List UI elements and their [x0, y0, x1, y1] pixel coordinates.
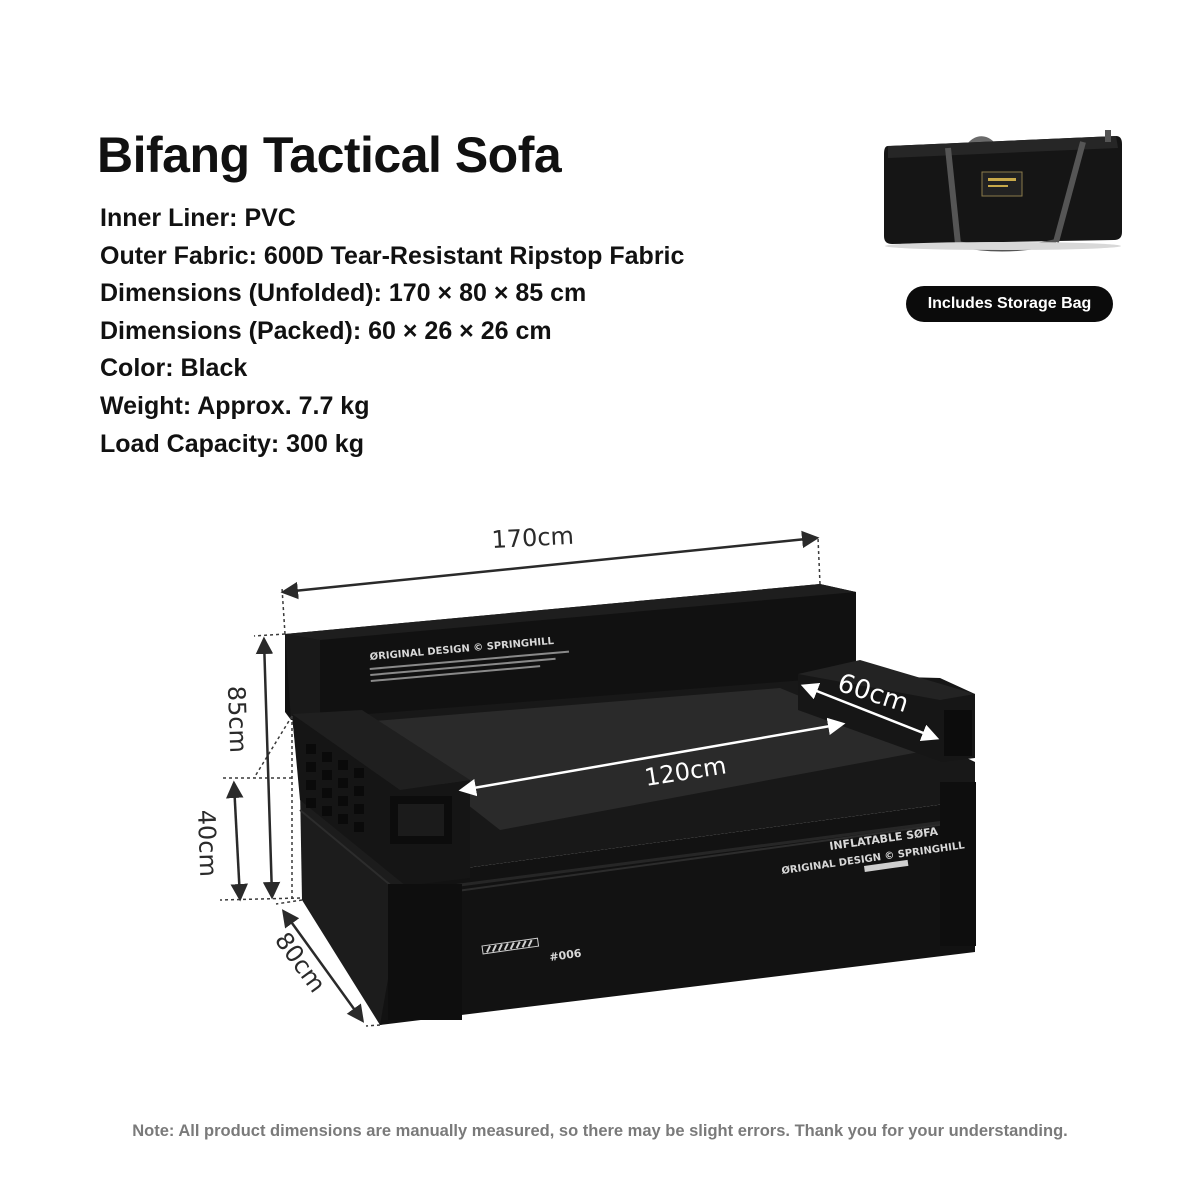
front-print-code: #006	[549, 947, 583, 964]
spec-dimensions-packed: Dimensions (Packed): 60 × 26 × 26 cm	[100, 316, 552, 345]
sofa-body: ØRIGINAL DESIGN © SPRINGHILL INFLATABLE …	[285, 584, 976, 1025]
spec-color: Color: Black	[100, 354, 248, 383]
product-title: Bifang Tactical Sofa	[97, 127, 562, 183]
spec-list: Inner Liner: PVC Outer Fabric: 600D Tear…	[100, 200, 684, 463]
storage-bag-image	[878, 128, 1128, 254]
dimension-height: 85cm	[222, 685, 252, 753]
dimensions-footnote: Note: All product dimensions are manuall…	[132, 1122, 1068, 1140]
spec-inner-liner: Inner Liner: PVC	[100, 204, 296, 232]
storage-bag-badge: Includes Storage Bag	[906, 286, 1113, 322]
sofa-diagram: ØRIGINAL DESIGN © SPRINGHILL INFLATABLE …	[180, 500, 1040, 1060]
dimension-seat-height: 40cm	[192, 809, 222, 877]
spec-dimensions-unfolded: Dimensions (Unfolded): 170 × 80 × 85 cm	[100, 279, 587, 308]
spec-outer-fabric: Outer Fabric: 600D Tear-Resistant Ripsto…	[100, 241, 685, 270]
dimension-width: 170cm	[491, 522, 575, 554]
spec-weight: Weight: Approx. 7.7 kg	[100, 391, 370, 420]
spec-load-capacity: Load Capacity: 300 kg	[100, 429, 364, 458]
barcode-stripes	[481, 937, 540, 955]
